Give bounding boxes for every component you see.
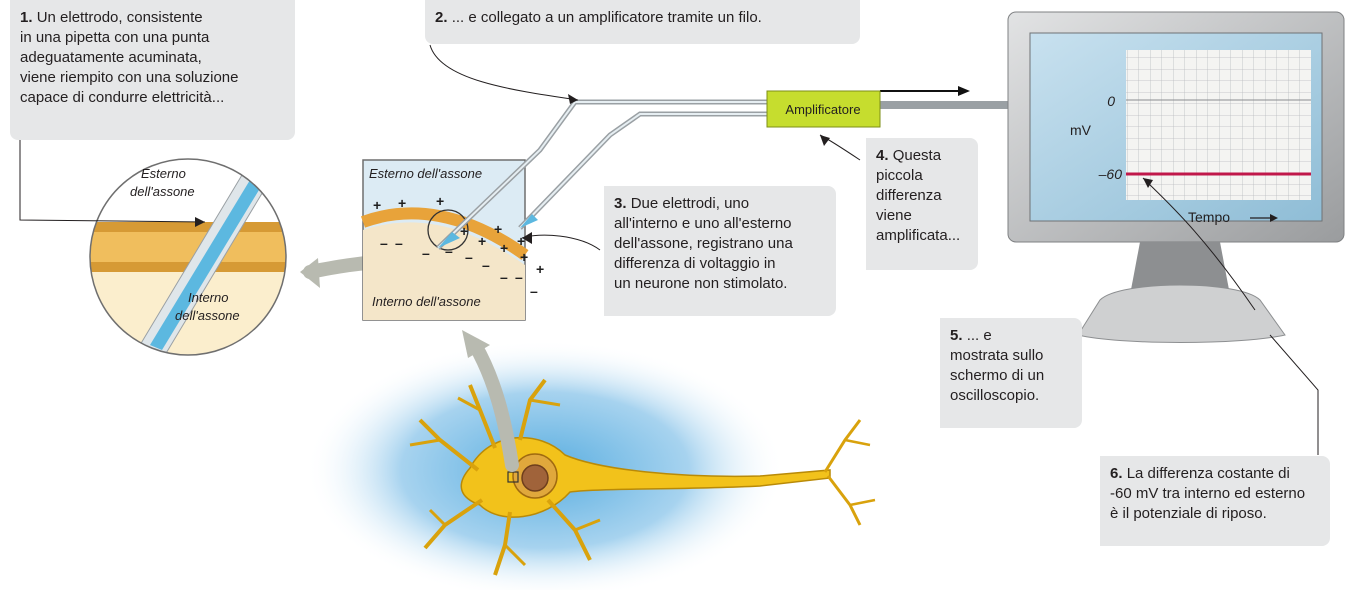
svg-text:+: + xyxy=(373,197,381,213)
svg-text:+: + xyxy=(520,249,528,265)
svg-text:–: – xyxy=(380,235,388,251)
callout-6: 6. La differenza costante di -60 mV tra … xyxy=(1100,456,1330,546)
x-label: Tempo xyxy=(1188,209,1230,225)
zoom-inner-label-1: Interno xyxy=(188,290,228,305)
tick-resting: –60 xyxy=(1098,166,1123,182)
zoom-arrow-up xyxy=(468,338,519,472)
callout-3: 3. Due elettrodi, uno all'interno e uno … xyxy=(604,186,836,316)
amplifier-label: Amplificatore xyxy=(785,102,860,117)
callout-5: 5. ... e mostrata sullo schermo di un os… xyxy=(940,318,1082,428)
charges: ++ ++ ++ ++ ++ –– –– –– –– – xyxy=(373,193,544,299)
axon-inside-label: Interno dell'assone xyxy=(372,294,481,309)
svg-text:–: – xyxy=(422,245,430,261)
callout-6-number: 6. xyxy=(1110,465,1123,482)
svg-text:–: – xyxy=(482,257,490,273)
callout-4: 4. Questa piccola differenza viene ampli… xyxy=(866,138,978,270)
svg-text:–: – xyxy=(500,269,508,285)
svg-text:+: + xyxy=(500,240,508,256)
svg-text:+: + xyxy=(494,221,502,237)
callout-2-text: ... e collegato a un amplificatore trami… xyxy=(451,9,762,26)
amplifier: Amplificatore xyxy=(766,90,881,128)
callout-4-number: 4. xyxy=(876,147,889,164)
callout-5-number: 5. xyxy=(950,327,963,344)
callout-6-text: La differenza costante di -60 mV tra int… xyxy=(1110,465,1306,522)
callout-1-number: 1. xyxy=(20,9,33,26)
tick-zero: 0 xyxy=(1107,93,1115,109)
svg-text:+: + xyxy=(460,223,468,239)
callout-2: 2. ... e collegato a un amplificatore tr… xyxy=(425,0,860,44)
zoom-inner-label-2: dell'assone xyxy=(175,308,240,323)
zoom-outer-label-1: Esterno xyxy=(141,166,186,181)
callout-3-text: Due elettrodi, uno all'interno e uno all… xyxy=(614,195,793,292)
callout-4-text: Questa piccola differenza viene amplific… xyxy=(876,147,961,244)
electrodes xyxy=(436,99,780,250)
svg-text:–: – xyxy=(395,235,403,251)
svg-text:+: + xyxy=(398,195,406,211)
callout-1-text: Un elettrodo, consistente in una pipetta… xyxy=(20,9,239,106)
axon-outside-label: Esterno dell'assone xyxy=(369,166,482,181)
callout-1: 1. Un elettrodo, consistente in una pipe… xyxy=(10,0,295,140)
svg-text:–: – xyxy=(515,269,523,285)
callout-5-text: ... e mostrata sullo schermo di un oscil… xyxy=(950,327,1045,404)
leader-lines xyxy=(19,44,1319,455)
y-unit: mV xyxy=(1070,122,1092,138)
svg-text:+: + xyxy=(436,193,444,209)
neuron xyxy=(409,378,876,576)
svg-text:+: + xyxy=(517,233,525,249)
svg-text:+: + xyxy=(478,233,486,249)
svg-text:–: – xyxy=(445,243,453,259)
callout-2-number: 2. xyxy=(435,9,448,26)
svg-text:–: – xyxy=(465,249,473,265)
zoom-outer-label-2: dell'assone xyxy=(130,184,195,199)
svg-text:+: + xyxy=(536,261,544,277)
zoom-circle xyxy=(89,158,287,356)
svg-text:–: – xyxy=(530,283,538,299)
oscilloscope-grid xyxy=(1126,50,1311,200)
callout-3-number: 3. xyxy=(614,195,627,212)
